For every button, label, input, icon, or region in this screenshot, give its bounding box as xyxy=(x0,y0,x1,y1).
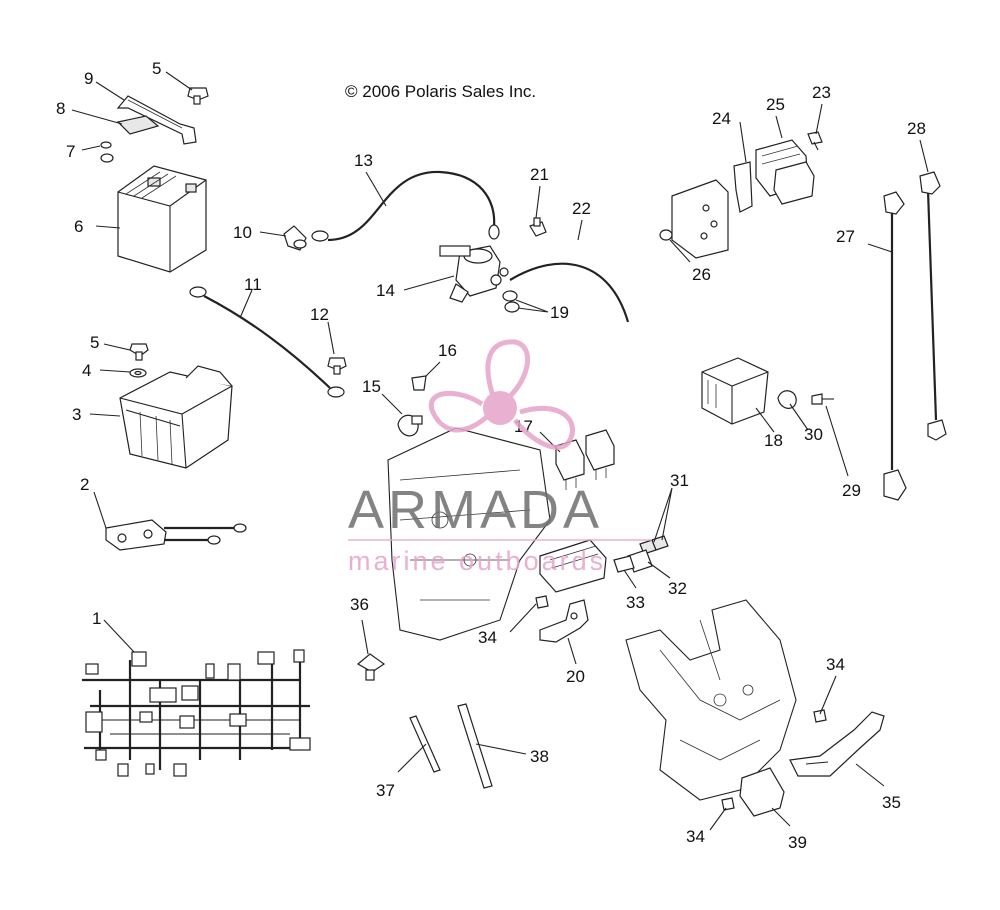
part-27-cable xyxy=(883,191,907,501)
callout-33: 33 xyxy=(626,593,645,612)
callout-30: 30 xyxy=(804,425,823,444)
callout-34-bottom: 34 xyxy=(686,827,705,846)
part-8-pad xyxy=(116,115,160,135)
callout-24: 24 xyxy=(712,109,731,128)
part-34-bolt-bottom xyxy=(721,797,735,811)
part-14-solenoid xyxy=(439,245,509,303)
callout-12: 12 xyxy=(310,305,329,324)
part-35-bracket xyxy=(789,711,885,777)
propeller-icon xyxy=(428,339,575,450)
part-39-cover xyxy=(739,767,785,817)
part-22-cable xyxy=(509,262,630,323)
callout-14: 14 xyxy=(376,281,395,300)
callout-20: 20 xyxy=(566,667,585,686)
part-34-bolt-right xyxy=(813,709,827,723)
callout-28: 28 xyxy=(907,119,926,138)
callout-11: 11 xyxy=(244,275,262,294)
part-25-relay-block xyxy=(755,139,815,205)
part-26-nut xyxy=(659,229,673,241)
callout-34-right: 34 xyxy=(826,655,845,674)
part-5-screw-lower xyxy=(129,343,149,361)
frame-plate xyxy=(387,427,551,641)
part-16-clip xyxy=(411,375,427,391)
callout-labels: 9 5 8 7 6 10 11 12 13 14 21 22 19 24 25 … xyxy=(56,59,926,852)
callout-31: 31 xyxy=(670,471,689,490)
frame-assembly xyxy=(625,599,797,801)
part-7-bolt xyxy=(100,141,114,163)
part-4-washer xyxy=(129,368,147,378)
callout-10: 10 xyxy=(233,223,252,242)
part-13-cable xyxy=(311,170,500,242)
callout-18: 18 xyxy=(764,431,783,450)
callout-16: 16 xyxy=(438,341,457,360)
callout-13: 13 xyxy=(354,151,373,170)
part-28-cable xyxy=(919,171,947,441)
callout-9: 9 xyxy=(84,69,93,88)
part-17-relays xyxy=(555,429,615,490)
watermark-logo: ARMADA marine outboards xyxy=(348,339,652,576)
callout-6: 6 xyxy=(74,217,83,236)
callout-15: 15 xyxy=(362,377,381,396)
callout-32: 32 xyxy=(668,579,687,598)
callout-38: 38 xyxy=(530,747,549,766)
part-10-boot xyxy=(283,225,307,251)
part-6-battery xyxy=(117,165,207,273)
part-37-tie xyxy=(409,715,441,773)
callout-5-top: 5 xyxy=(152,59,161,78)
callout-23: 23 xyxy=(812,83,831,102)
watermark-tagline: marine outboards xyxy=(348,546,606,576)
part-30-clamp xyxy=(777,390,797,409)
callout-29: 29 xyxy=(842,481,861,500)
callout-4: 4 xyxy=(82,361,91,380)
part-31-fuses xyxy=(639,535,669,555)
callout-8: 8 xyxy=(56,99,65,118)
part-11-cable xyxy=(189,286,345,398)
watermark-brand: ARMADA xyxy=(348,480,603,540)
callout-27: 27 xyxy=(836,227,855,246)
part-12-bolt xyxy=(327,357,347,375)
part-19-nuts xyxy=(502,290,520,313)
part-3-battery-box xyxy=(119,365,233,469)
callout-25: 25 xyxy=(766,95,785,114)
part-38-tie xyxy=(457,703,493,789)
part-5-screw-top xyxy=(187,87,209,105)
part-29-bolt xyxy=(811,393,834,405)
callout-22: 22 xyxy=(572,199,591,218)
callout-7: 7 xyxy=(66,142,75,161)
callout-19: 19 xyxy=(550,303,569,322)
callout-37: 37 xyxy=(376,781,395,800)
part-34-bolt-center xyxy=(535,595,549,609)
part-24-bracket xyxy=(671,161,753,259)
part-15-clamp xyxy=(397,414,423,437)
callout-34-center: 34 xyxy=(478,628,497,647)
part-2-ground-plate xyxy=(105,519,247,551)
callout-39: 39 xyxy=(788,833,807,852)
callout-5-lower: 5 xyxy=(90,333,99,352)
callout-21: 21 xyxy=(530,165,549,184)
callout-1: 1 xyxy=(92,609,101,628)
callout-35: 35 xyxy=(882,793,901,812)
part-21-bolt xyxy=(529,217,547,237)
part-20-bracket xyxy=(539,599,589,643)
part-23-bolt xyxy=(807,131,823,151)
leader-lines xyxy=(71,71,929,831)
callout-2: 2 xyxy=(80,475,89,494)
part-1-wire-harness xyxy=(82,649,311,777)
callout-36: 36 xyxy=(350,595,369,614)
part-18-module xyxy=(701,357,769,425)
callout-3: 3 xyxy=(72,405,81,424)
copyright-text: © 2006 Polaris Sales Inc. xyxy=(345,82,536,101)
callout-26: 26 xyxy=(692,265,711,284)
part-36-clip xyxy=(356,653,386,681)
part-33-fuse xyxy=(613,555,635,573)
